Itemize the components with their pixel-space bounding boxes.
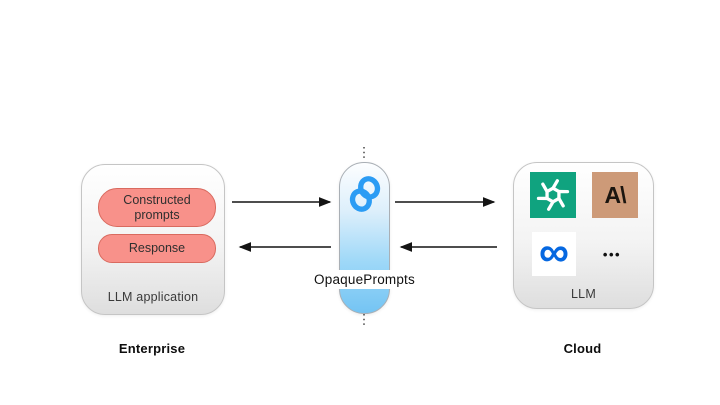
opaqueprompts-capsule: [339, 162, 390, 314]
llm-label: LLM: [571, 287, 596, 301]
meta-logo-icon: ∞: [539, 228, 569, 275]
enterprise-llm-application-box: Constructed prompts Response LLM applica…: [81, 164, 225, 315]
anthropic-logo-icon: A\: [604, 181, 627, 208]
provider-tile-anthropic: A\: [592, 172, 638, 218]
provider-tile-openai: [530, 172, 576, 218]
constructed-prompts-pill: Constructed prompts: [98, 188, 216, 227]
cloud-caption: Cloud: [563, 341, 602, 356]
enterprise-caption: Enterprise: [118, 341, 186, 356]
ellipsis-icon: •••: [602, 246, 622, 262]
provider-tile-meta: ∞: [532, 228, 576, 276]
cloud-llm-box: A\ ∞ ••• LLM: [513, 162, 654, 309]
openai-logo-icon: [536, 179, 570, 211]
opaqueprompts-link-icon: [349, 176, 380, 212]
response-pill: Response: [98, 234, 216, 263]
llm-application-label: LLM application: [107, 290, 199, 304]
response-label: Response: [128, 241, 186, 256]
opaqueprompts-label: OpaquePrompts: [302, 270, 427, 289]
provider-tile-more: •••: [590, 232, 634, 276]
constructed-prompts-label: Constructed prompts: [123, 192, 191, 222]
